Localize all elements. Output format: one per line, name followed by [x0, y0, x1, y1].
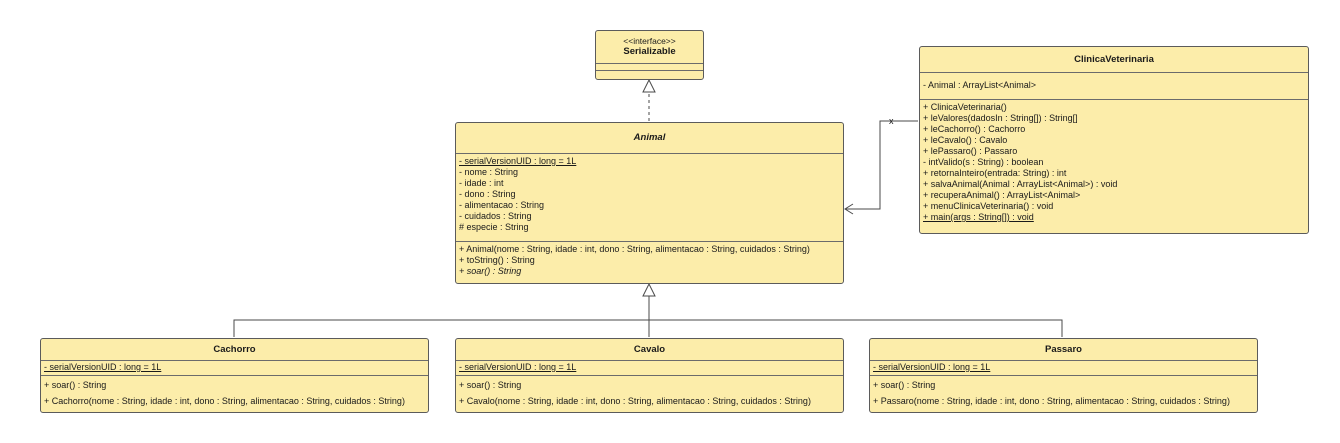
method-row: + soar() : String — [873, 380, 936, 390]
cavalo-attributes: - serialVersionUID : long = 1L — [456, 361, 843, 376]
clinica-methods: + ClinicaVeterinaria() + leValores(dados… — [920, 100, 1308, 225]
method-row: + Animal(nome : String, idade : int, don… — [459, 244, 810, 254]
animal-header: Animal — [456, 123, 843, 154]
method-row: + salvaAnimal(Animal : ArrayList<Animal>… — [923, 179, 1118, 189]
method-row: + leCavalo() : Cavalo — [923, 135, 1008, 145]
clinica-attributes: - Animal : ArrayList<Animal> — [920, 73, 1308, 100]
method-row: + toString() : String — [459, 255, 535, 265]
generalization-arrowhead — [642, 282, 656, 297]
cachorro-attributes: - serialVersionUID : long = 1L — [41, 361, 428, 376]
animal-attributes: - serialVersionUID : long = 1L - nome : … — [456, 154, 843, 242]
cavalo-header: Cavalo — [456, 339, 843, 361]
method-row: + soar() : String — [44, 380, 107, 390]
cachorro-header: Cachorro — [41, 339, 428, 361]
serializable-header: <<interface>> Serializable — [596, 31, 703, 64]
method-row: + lePassaro() : Passaro — [923, 146, 1018, 156]
method-row: - intValido(s : String) : boolean — [923, 157, 1044, 167]
method-row: + recuperaAnimal() : ArrayList<Animal> — [923, 190, 1081, 200]
attribute-row: - nome : String — [459, 167, 519, 177]
method-row: + main(args : String[]) : void — [923, 212, 1034, 222]
serializable-attributes — [596, 64, 703, 71]
cavalo-methods: + soar() : String + Cavalo(nome : String… — [456, 376, 843, 409]
association-arrowhead — [844, 203, 854, 215]
association-source-marker: x — [889, 116, 894, 126]
attribute-row: # especie : String — [459, 222, 529, 232]
passaro-attributes: - serialVersionUID : long = 1L — [870, 361, 1257, 376]
interface-stereotype: <<interface>> — [623, 36, 676, 46]
serializable-interface[interactable]: <<interface>> Serializable — [595, 30, 704, 80]
method-row: + leCachorro() : Cachorro — [923, 124, 1026, 134]
attribute-row: - alimentacao : String — [459, 200, 545, 210]
method-row: + menuClinicaVeterinaria() : void — [923, 201, 1054, 211]
clinica-veterinaria-class[interactable]: ClinicaVeterinaria - Animal : ArrayList<… — [919, 46, 1309, 234]
cachorro-methods: + soar() : String + Cachorro(nome : Stri… — [41, 376, 428, 409]
method-row: + soar() : String — [459, 380, 522, 390]
method-row: + Cavalo(nome : String, idade : int, don… — [459, 396, 811, 406]
attribute-row: - Animal : ArrayList<Animal> — [923, 80, 1037, 90]
method-row: + retornaInteiro(entrada: String) : int — [923, 168, 1067, 178]
cachorro-class[interactable]: Cachorro - serialVersionUID : long = 1L … — [40, 338, 429, 413]
method-row: + Cachorro(nome : String, idade : int, d… — [44, 396, 405, 406]
method-row: + Passaro(nome : String, idade : int, do… — [873, 396, 1230, 406]
attribute-row: - dono : String — [459, 189, 516, 199]
method-row: + ClinicaVeterinaria() — [923, 102, 1007, 112]
animal-methods: + Animal(nome : String, idade : int, don… — [456, 242, 843, 279]
attribute-row: - serialVersionUID : long = 1L — [44, 362, 162, 372]
attribute-row: - serialVersionUID : long = 1L — [873, 362, 991, 372]
serializable-methods — [596, 71, 703, 78]
serializable-name: Serializable — [623, 46, 676, 57]
clinica-header: ClinicaVeterinaria — [920, 47, 1308, 73]
attribute-row: - idade : int — [459, 178, 504, 188]
cavalo-class[interactable]: Cavalo - serialVersionUID : long = 1L + … — [455, 338, 844, 413]
attribute-row: - serialVersionUID : long = 1L — [459, 362, 577, 372]
attribute-row: - cuidados : String — [459, 211, 532, 221]
passaro-header: Passaro — [870, 339, 1257, 361]
method-row: + soar() : String — [459, 266, 522, 276]
passaro-methods: + soar() : String + Passaro(nome : Strin… — [870, 376, 1257, 409]
method-row: + leValores(dadosIn : String[]) : String… — [923, 113, 1078, 123]
passaro-class[interactable]: Passaro - serialVersionUID : long = 1L +… — [869, 338, 1258, 413]
generalization-line — [233, 319, 1063, 337]
association-line — [845, 120, 918, 210]
attribute-row: - serialVersionUID : long = 1L — [459, 156, 577, 166]
animal-class[interactable]: Animal - serialVersionUID : long = 1L - … — [455, 122, 844, 284]
realization-arrowhead — [642, 78, 656, 93]
